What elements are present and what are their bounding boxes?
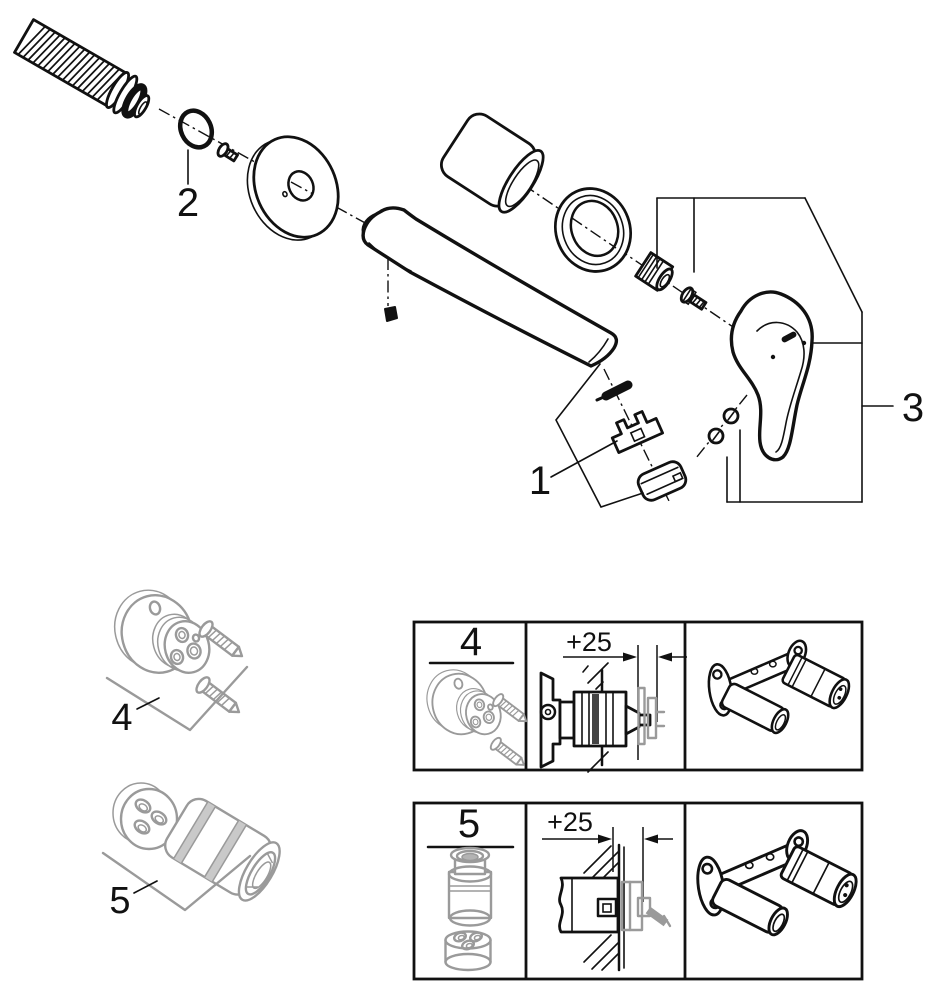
box-5-dimension: +25 bbox=[542, 807, 673, 902]
box-5-extension-parts bbox=[444, 846, 493, 972]
grub-screws bbox=[707, 407, 740, 445]
callout-3: 3 bbox=[656, 197, 924, 503]
callout-2-label: 2 bbox=[177, 181, 199, 225]
box-4-section-view bbox=[539, 662, 666, 773]
legend-5-label: 5 bbox=[109, 880, 130, 922]
handle-screw bbox=[679, 286, 708, 311]
escutcheon bbox=[246, 135, 340, 241]
box-5-roughin-view bbox=[692, 826, 863, 940]
cartridge-stem bbox=[595, 380, 633, 402]
box-4-roughin-view bbox=[704, 636, 855, 737]
instruction-box-5: 5 +25 bbox=[412, 801, 864, 981]
lever-handle bbox=[729, 290, 814, 462]
cover-sleeve bbox=[440, 112, 545, 214]
ring-centerline bbox=[571, 217, 617, 249]
cartridge bbox=[610, 410, 665, 454]
spout-connection-tube bbox=[13, 18, 151, 119]
spout bbox=[361, 206, 619, 368]
box-5-section-view bbox=[558, 843, 672, 972]
callout-1: 1 bbox=[529, 363, 644, 508]
box-5-label: 5 bbox=[458, 802, 480, 846]
handle-adapter bbox=[634, 251, 675, 292]
legend-group-5: 5 bbox=[101, 782, 281, 922]
box-4-dimension-value: +25 bbox=[566, 627, 612, 657]
box-5-dimension-value: +25 bbox=[547, 807, 593, 837]
instruction-box-4: 4 +25 bbox=[412, 620, 864, 773]
escutcheon-centerline bbox=[290, 181, 314, 195]
o-ring bbox=[177, 108, 215, 150]
trim-ring bbox=[553, 187, 633, 273]
callout-3-label: 3 bbox=[902, 386, 924, 430]
fixing-screw bbox=[216, 142, 239, 163]
spout-set-screw bbox=[384, 306, 398, 322]
legend-4-label: 4 bbox=[111, 697, 132, 739]
callout-2: 2 bbox=[177, 149, 199, 225]
box-4-label: 4 bbox=[460, 620, 482, 664]
callout-1-label: 1 bbox=[529, 459, 551, 503]
legend-group-4: 4 bbox=[104, 581, 249, 739]
cartridge-cap bbox=[636, 460, 688, 502]
